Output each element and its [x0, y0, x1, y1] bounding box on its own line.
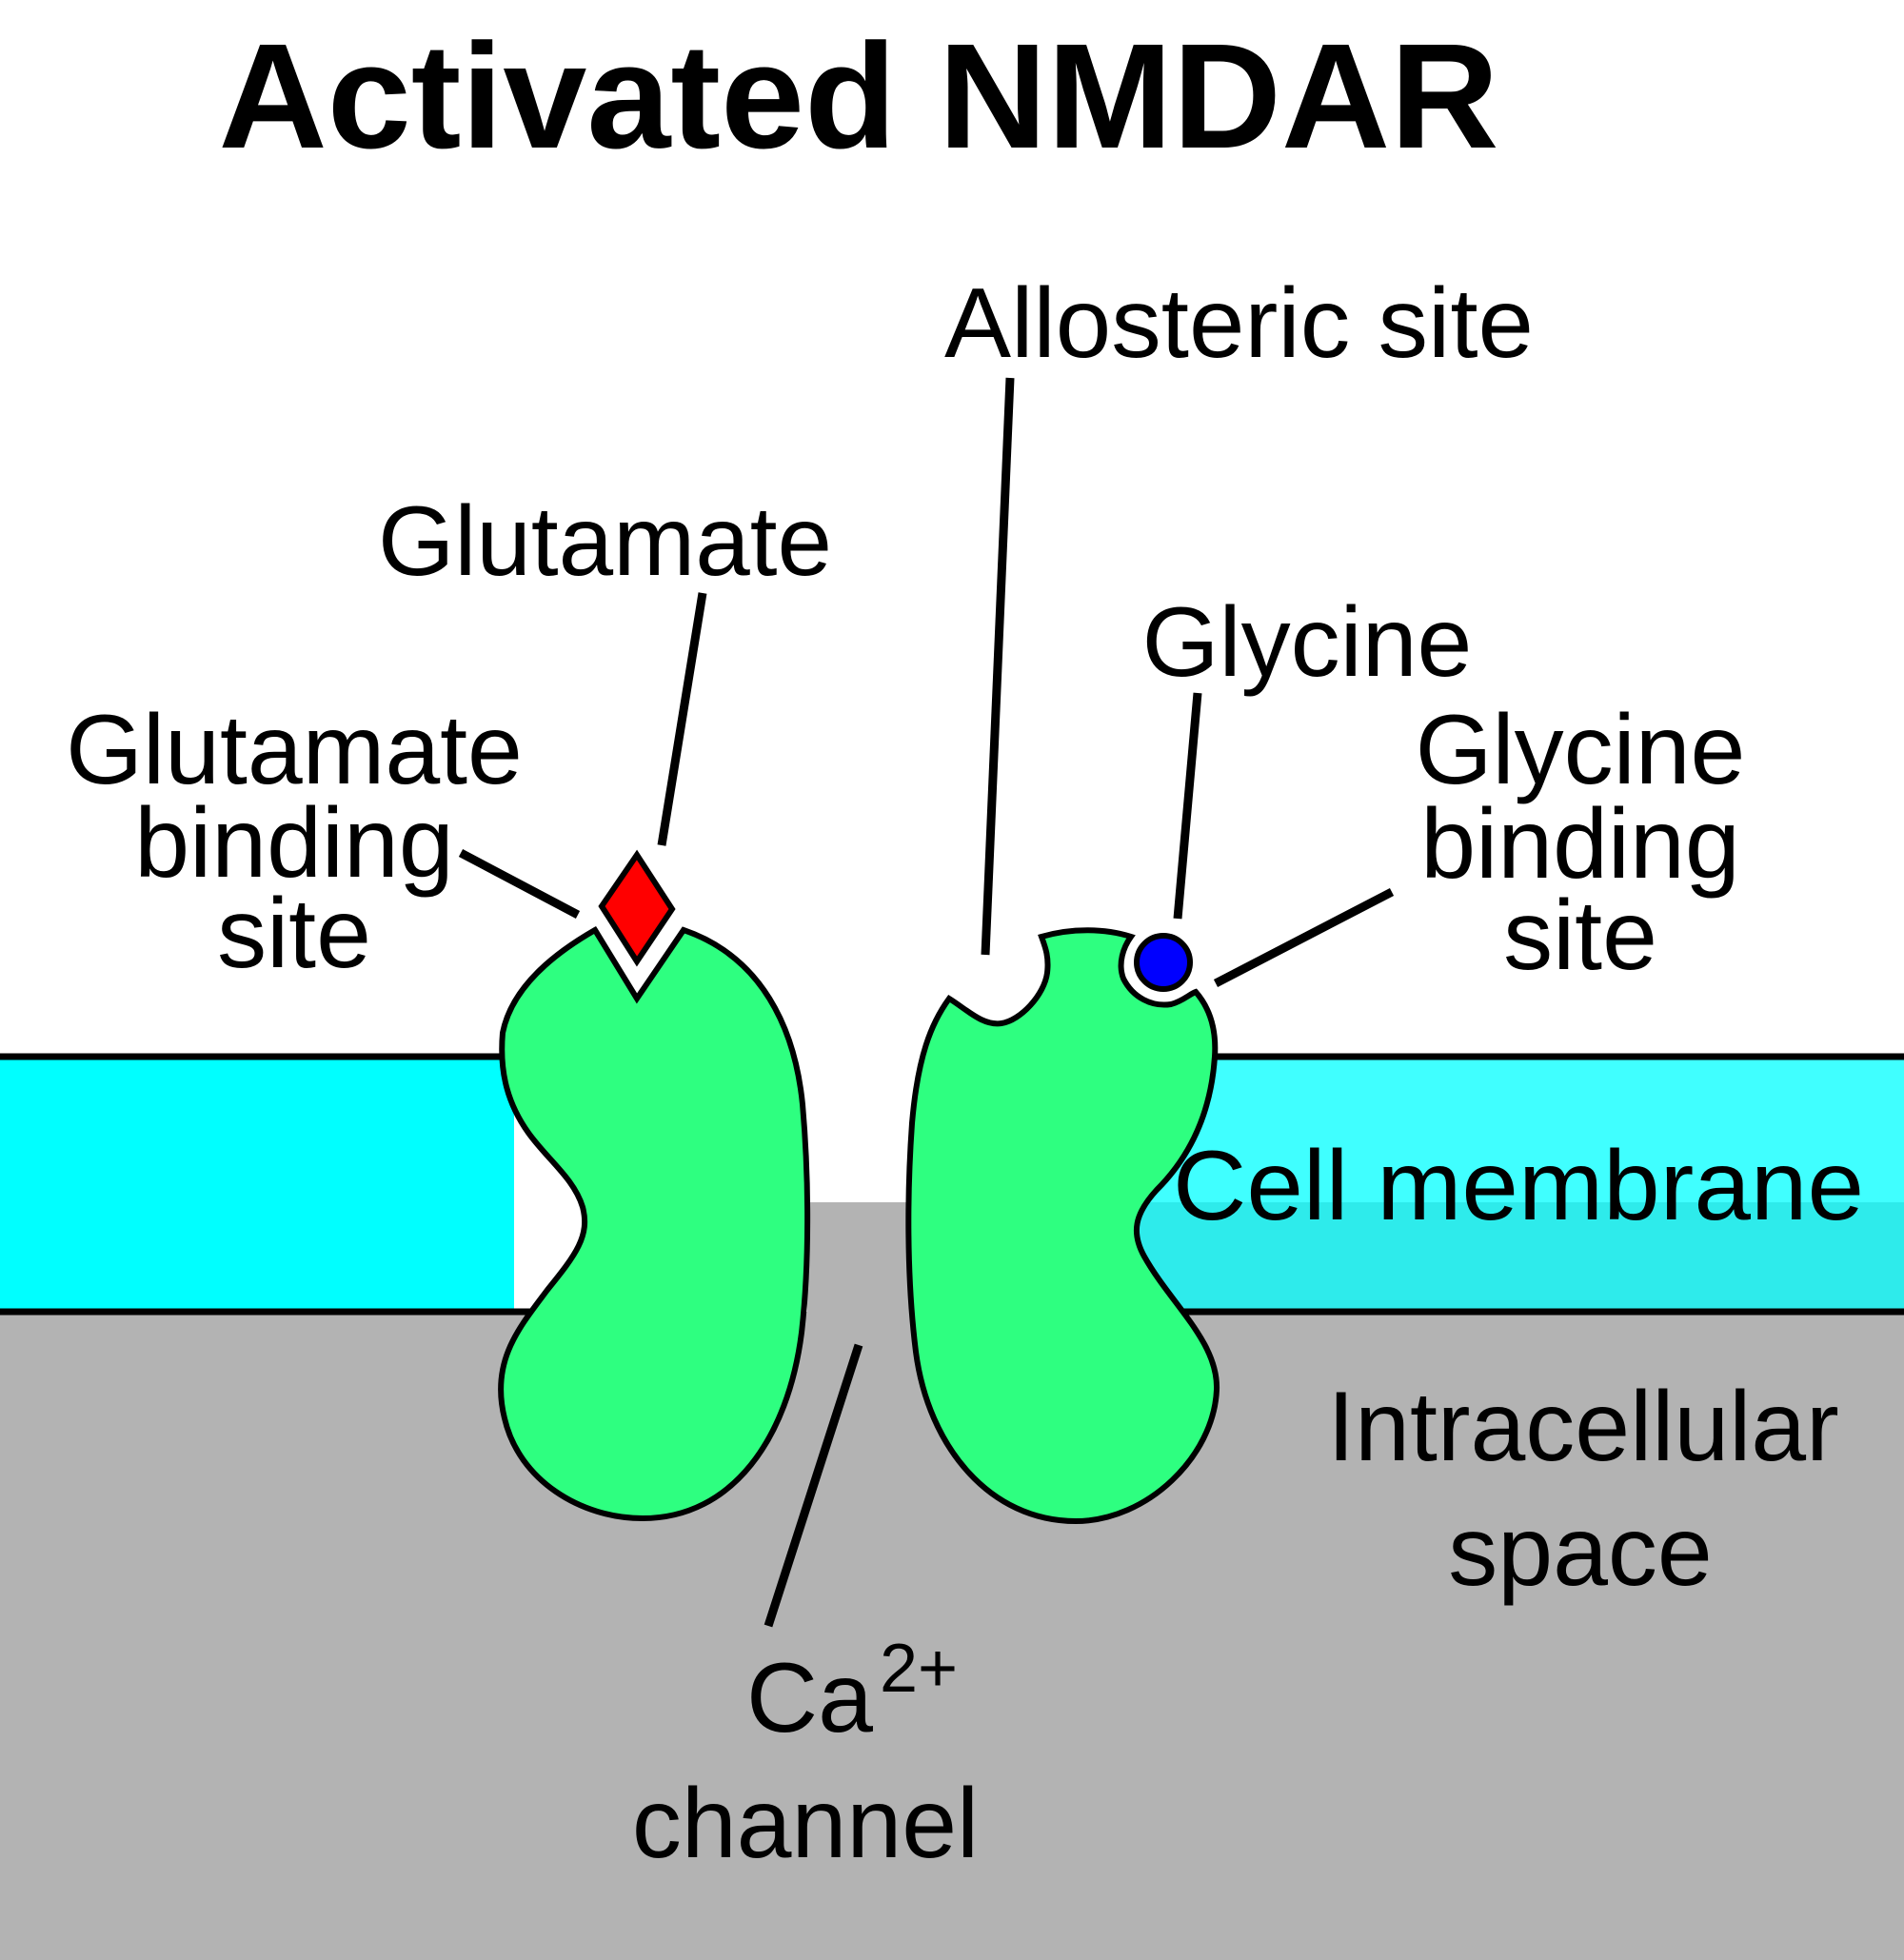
glutamate-binding-site-line-3: site — [217, 879, 371, 989]
channel-pore — [807, 1202, 912, 1326]
allosteric-site-label: Allosteric site — [944, 268, 1534, 379]
ca-ion-symbol: Ca — [746, 1643, 873, 1753]
allosteric-site-leader-line — [981, 377, 1015, 956]
glycine-leader-line — [1173, 692, 1202, 920]
cell-membrane-left — [0, 1057, 514, 1312]
intracellular-space-line-2: space — [1448, 1496, 1713, 1607]
ca-channel-label: Ca 2+ channel — [632, 1631, 979, 1879]
glutamate-binding-site-line-2: binding — [134, 788, 453, 899]
glutamate-binding-site-line-1: Glutamate — [66, 695, 523, 805]
ca-channel-word: channel — [632, 1769, 979, 1879]
ca-ion-charge: 2+ — [880, 1631, 958, 1707]
glutamate-leader-line — [657, 592, 707, 846]
intracellular-space-label: Intracellular space — [1327, 1372, 1839, 1607]
cell-membrane-label: Cell membrane — [1173, 1131, 1864, 1241]
left-receptor-subunit — [498, 925, 811, 1522]
glycine-binding-site-line-2: binding — [1420, 789, 1739, 900]
glycine-label: Glycine — [1142, 587, 1473, 698]
glycine-binding-site-label: Glycine binding site — [1416, 695, 1746, 991]
glutamate-binding-site-leader-line — [458, 849, 581, 919]
glutamate-molecule-diamond — [598, 849, 676, 967]
cell-membrane-right-shaded — [1133, 1202, 1904, 1312]
glycine-binding-site-line-3: site — [1503, 881, 1657, 991]
cell-membrane-right — [1133, 1057, 1904, 1202]
right-receptor-subunit — [905, 927, 1220, 1525]
glutamate-label: Glutamate — [378, 486, 832, 597]
glutamate-binding-site-label: Glutamate binding site — [66, 695, 523, 989]
glycine-molecule-circle — [1134, 933, 1193, 992]
glycine-binding-site-leader-line — [1213, 888, 1395, 987]
glycine-binding-site-line-1: Glycine — [1416, 695, 1746, 805]
intracellular-space-line-1: Intracellular — [1327, 1372, 1839, 1482]
ca-channel-leader-line — [764, 1343, 863, 1628]
diagram-title: Activated NMDAR — [219, 13, 1499, 180]
